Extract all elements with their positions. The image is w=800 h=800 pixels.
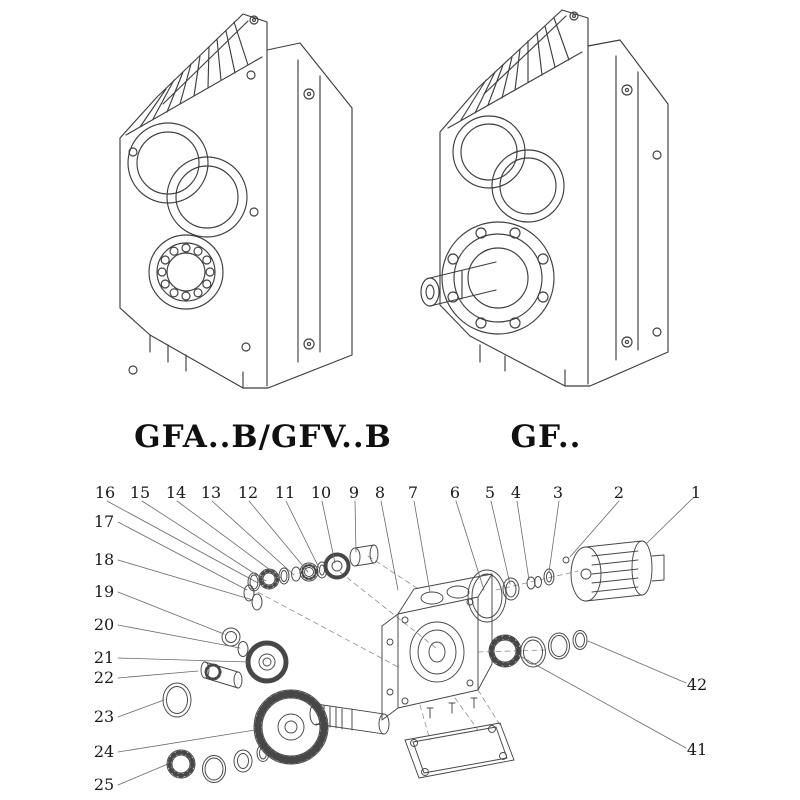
callout-number: 24 (94, 742, 114, 761)
callout-number: 3 (553, 483, 563, 502)
callout-number: 15 (130, 483, 150, 502)
callout-number: 7 (408, 483, 418, 502)
callout-number: 25 (94, 775, 114, 794)
model-label-gf: GF.. (511, 419, 582, 455)
callout-number: 18 (94, 550, 114, 569)
callout-number: 21 (94, 648, 114, 667)
callout-number: 13 (201, 483, 221, 502)
output-stage-assembly (166, 689, 390, 783)
callout-number: 16 (95, 483, 115, 502)
callout-number: 5 (485, 483, 495, 502)
exploded-view (106, 496, 695, 786)
callout-numbers: 16 15 14 13 12 11 10 9 8 7 6 5 4 3 2 1 1… (94, 483, 707, 794)
callout-number: 9 (349, 483, 359, 502)
callout-number: 41 (687, 740, 707, 759)
callout-number: 11 (275, 483, 295, 502)
output-bearing-rings (488, 630, 588, 668)
callout-number: 6 (450, 483, 460, 502)
callout-number: 8 (375, 483, 385, 502)
callout-number: 1 (691, 483, 701, 502)
gear-housing (381, 573, 493, 721)
callout-number: 20 (94, 615, 114, 634)
model-label-gfa: GFA..B/GFV..B (134, 419, 392, 455)
motor (570, 540, 665, 602)
input-shaft-assembly (243, 544, 379, 611)
alignment-dashed-lines (249, 555, 579, 741)
callout-number: 14 (166, 483, 186, 502)
output-flange (441, 221, 555, 335)
motor-side-small-parts (467, 556, 570, 623)
callout-number: 10 (311, 483, 331, 502)
callout-number: 17 (94, 512, 114, 531)
callout-number: 12 (238, 483, 258, 502)
callout-number: 2 (614, 483, 624, 502)
gearbox-drawing-flange-mounted (119, 13, 353, 389)
output-shaft (420, 261, 497, 307)
leader-lines-left (117, 521, 256, 786)
gearbox-drawing-solid-shaft (420, 9, 669, 387)
callout-number: 42 (687, 675, 707, 694)
cover-plate (404, 697, 515, 779)
leader-lines-top (106, 496, 695, 593)
callout-number: 23 (94, 707, 114, 726)
callout-number: 4 (511, 483, 521, 502)
bearing-detail (148, 234, 224, 310)
callout-number: 19 (94, 582, 114, 601)
callout-number: 22 (94, 668, 114, 687)
leader-lines-right (519, 640, 687, 749)
